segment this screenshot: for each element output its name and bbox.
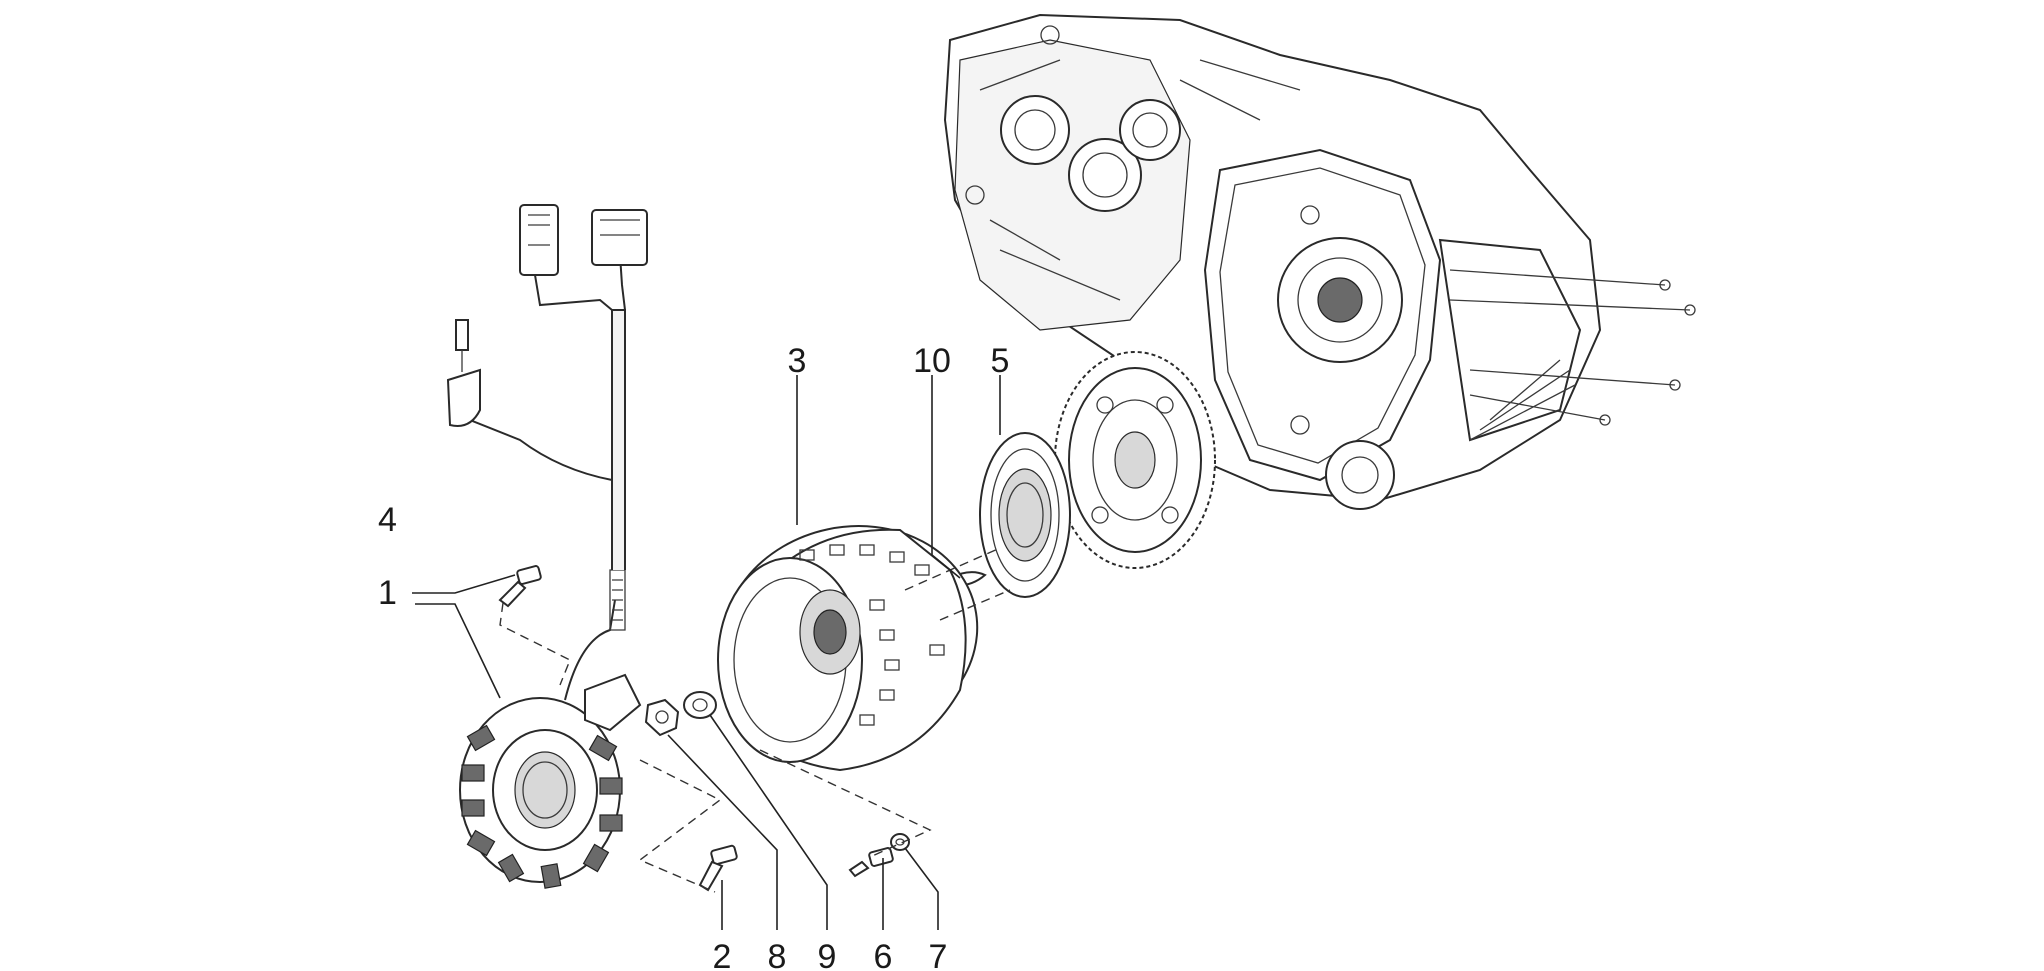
part-4-screw <box>498 565 542 608</box>
part-2-screw <box>698 844 738 892</box>
callout-6: 6 <box>874 938 893 971</box>
callout-2: 2 <box>713 938 732 971</box>
assembly-lines <box>499 547 1011 893</box>
part-3-flywheel <box>717 525 979 772</box>
part-6-screw <box>848 847 894 878</box>
harness-connector-b <box>591 209 648 266</box>
part-9-washer <box>683 691 717 719</box>
callout-9: 9 <box>818 938 837 971</box>
callout-8: 8 <box>768 938 787 971</box>
callout-5: 5 <box>991 342 1010 380</box>
leader-lines <box>412 375 1001 930</box>
part-8-nut <box>644 698 680 737</box>
harness-connector-a <box>519 204 559 276</box>
part-1-stator <box>446 204 648 889</box>
callout-10: 10 <box>913 342 951 380</box>
callout-4: 4 <box>378 501 397 539</box>
part-5-freewheel <box>979 432 1071 598</box>
callout-3: 3 <box>788 342 807 380</box>
callout-labels: 1 2 3 4 5 6 7 8 9 10 <box>378 342 1009 971</box>
callout-7: 7 <box>929 938 948 971</box>
callout-1: 1 <box>378 574 397 612</box>
starter-ring-gear <box>1054 351 1216 569</box>
part-7-washer <box>890 833 910 851</box>
engine-crankcase <box>943 13 1696 510</box>
